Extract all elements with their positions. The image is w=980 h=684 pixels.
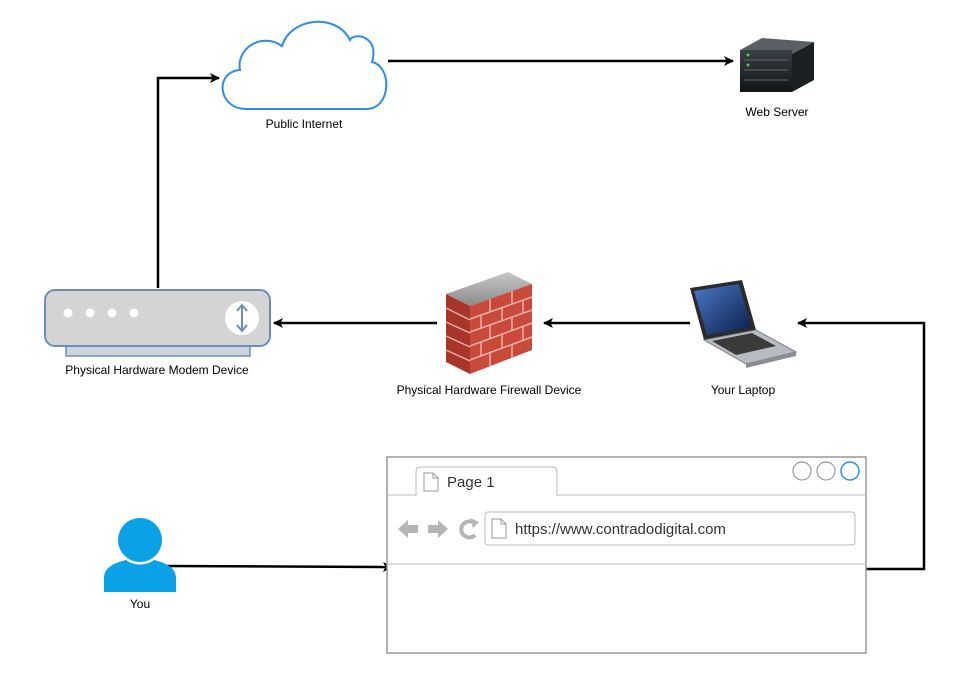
- tab-label: Page 1: [447, 474, 495, 491]
- forward-arrow-icon[interactable]: [428, 520, 448, 538]
- user-node: You: [104, 518, 176, 611]
- page-icon: [423, 472, 439, 492]
- updown-arrow-icon: [236, 303, 248, 333]
- tab-page-1[interactable]: Page 1: [415, 466, 558, 496]
- user-label: You: [130, 597, 150, 611]
- laptop-label: Your Laptop: [711, 383, 776, 397]
- window-control-2[interactable]: [816, 461, 836, 481]
- modem-label: Physical Hardware Modem Device: [65, 363, 249, 377]
- server-icon: [740, 38, 814, 92]
- server-label: Web Server: [745, 105, 808, 119]
- modem-node: Physical Hardware Modem Device: [44, 289, 271, 377]
- page-icon: [491, 518, 507, 539]
- firewall-node: Physical Hardware Firewall Device: [397, 272, 582, 397]
- cloud-icon: [221, 20, 388, 110]
- browser-window: Page 1 https://www.contradodigital.com: [386, 456, 867, 654]
- edges: [156, 56, 926, 572]
- reload-icon[interactable]: [459, 518, 479, 540]
- window-control-1[interactable]: [792, 461, 812, 481]
- edge-user-to-browser: [164, 561, 393, 572]
- laptop-node: Your Laptop: [690, 280, 798, 397]
- edge-modem-to-cloud: [156, 73, 220, 288]
- edge-browser-to-laptop: [797, 318, 926, 571]
- window-control-3[interactable]: [840, 461, 860, 481]
- cloud-node: Public Internet: [221, 20, 388, 131]
- cloud-label: Public Internet: [266, 117, 343, 131]
- user-icon: [104, 518, 176, 592]
- laptop-icon: [690, 280, 798, 368]
- firewall-icon: [445, 272, 533, 374]
- back-arrow-icon[interactable]: [398, 520, 418, 538]
- modem-icon: [44, 289, 271, 357]
- address-bar[interactable]: https://www.contradodigital.com: [484, 511, 856, 546]
- server-node: Web Server: [740, 38, 814, 119]
- firewall-label: Physical Hardware Firewall Device: [397, 383, 582, 397]
- url-text: https://www.contradodigital.com: [515, 521, 726, 538]
